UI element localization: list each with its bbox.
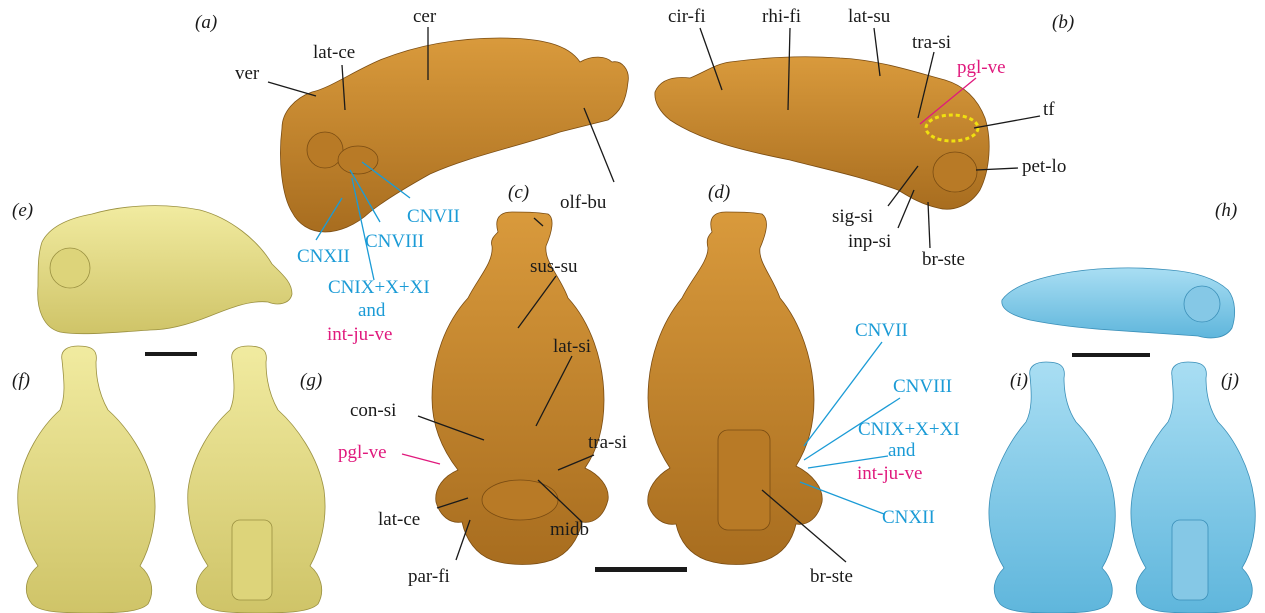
petrosal-lobule-b — [933, 152, 977, 192]
label-olf-bu: olf-bu — [560, 192, 607, 213]
panel-label-i: (i) — [1010, 370, 1028, 391]
label-sig-si: sig-si — [832, 206, 873, 227]
label-br-ste-d: br-ste — [810, 566, 853, 587]
label-int-ju-ve-d: int-ju-ve — [857, 463, 922, 484]
label-pgl-ve-b: pgl-ve — [957, 57, 1006, 78]
label-tf: tf — [1043, 99, 1055, 120]
label-cnviii-a: CNVIII — [365, 231, 424, 252]
panel-label-c: (c) — [508, 182, 529, 203]
label-lat-ce-c: lat-ce — [378, 509, 420, 530]
label-and-a: and — [358, 300, 386, 321]
cerebellum-h — [1184, 286, 1220, 322]
label-lat-si: lat-si — [553, 336, 591, 357]
label-con-si: con-si — [350, 400, 396, 421]
scale-bar-cd — [595, 567, 687, 572]
midbrain-c — [482, 480, 558, 520]
endocast-b-lateral — [655, 57, 989, 209]
label-cnix-a: CNIX+X+XI — [328, 277, 430, 298]
panel-label-d: (d) — [708, 182, 730, 203]
label-pet-lo: pet-lo — [1022, 156, 1066, 177]
label-and-d: and — [888, 440, 916, 461]
label-sus-su: sus-su — [530, 256, 578, 277]
brain-stem-j — [1172, 520, 1208, 600]
label-rhi-fi: rhi-fi — [762, 6, 801, 27]
panel-label-f: (f) — [12, 370, 30, 391]
label-cnix-d: CNIX+X+XI — [858, 419, 960, 440]
label-cnvii-a: CNVII — [407, 206, 460, 227]
label-br-ste-b: br-ste — [922, 249, 965, 270]
label-tra-si-b: tra-si — [912, 32, 951, 53]
label-cnxii-a: CNXII — [297, 246, 350, 267]
endocast-i-dorsal — [989, 362, 1115, 613]
label-lat-ce-a: lat-ce — [313, 42, 355, 63]
scale-bar-h — [1072, 353, 1150, 357]
brain-stem-g — [232, 520, 272, 600]
panel-label-e: (e) — [12, 200, 33, 221]
label-cnvii-d: CNVII — [855, 320, 908, 341]
panel-label-b: (b) — [1052, 12, 1074, 33]
label-cir-fi: cir-fi — [668, 6, 706, 27]
label-cnxii-d: CNXII — [882, 507, 935, 528]
scale-bar-e — [145, 352, 197, 356]
label-cnviii-d: CNVIII — [893, 376, 952, 397]
label-par-fi: par-fi — [408, 566, 450, 587]
panel-label-a: (a) — [195, 12, 217, 33]
cerebellum-e — [50, 248, 90, 288]
label-cer: cer — [413, 6, 437, 27]
endocast-f-dorsal — [18, 346, 155, 613]
panel-label-j: (j) — [1221, 370, 1239, 391]
panel-label-h: (h) — [1215, 200, 1237, 221]
label-pgl-ve-c: pgl-ve — [338, 442, 387, 463]
label-lat-su: lat-su — [848, 6, 891, 27]
label-ver: ver — [235, 63, 260, 84]
lateral-cerebellum-bulge-a — [307, 132, 343, 168]
label-inp-si: inp-si — [848, 231, 891, 252]
label-tra-si-c: tra-si — [588, 432, 627, 453]
label-midb: midb — [550, 519, 589, 540]
label-int-ju-ve-a: int-ju-ve — [327, 324, 392, 345]
panel-label-g: (g) — [300, 370, 322, 391]
brain-stem-d — [718, 430, 770, 530]
